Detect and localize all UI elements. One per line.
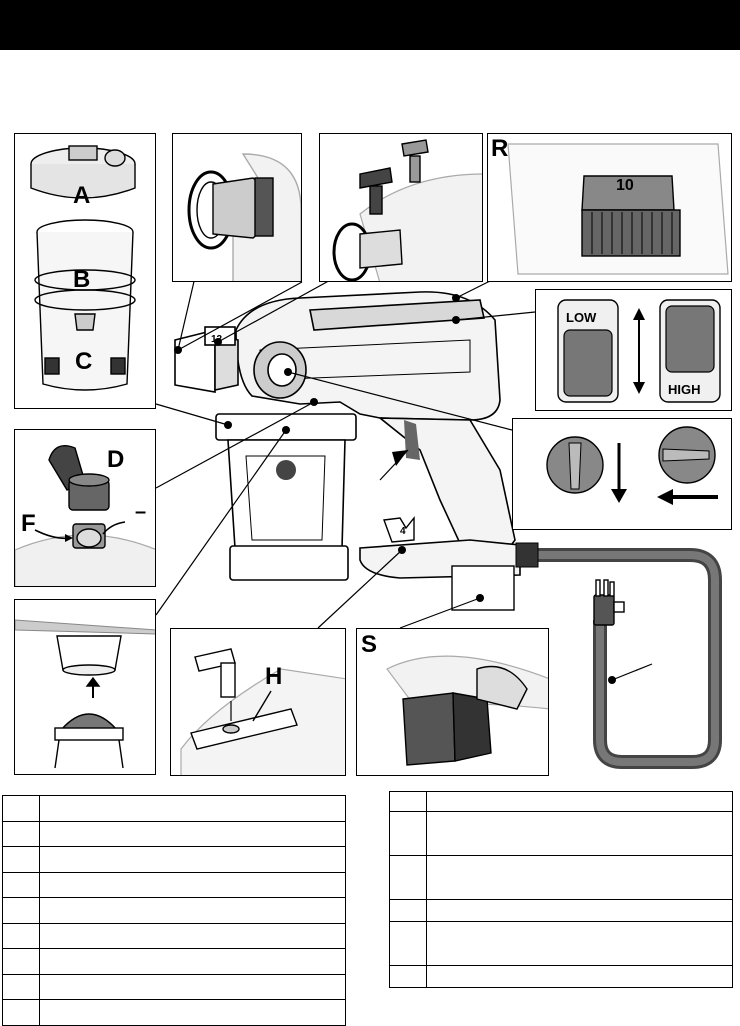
panel-inlet-filter bbox=[14, 599, 156, 775]
table-row bbox=[390, 922, 733, 966]
table-row bbox=[3, 847, 346, 873]
panel-container-parts: A B C bbox=[14, 133, 156, 409]
table-row bbox=[390, 900, 733, 922]
table-row bbox=[390, 812, 733, 856]
table-row bbox=[390, 856, 733, 900]
callout-C: C bbox=[75, 350, 92, 374]
callout-F: F bbox=[21, 512, 36, 536]
switch-high-label: HIGH bbox=[668, 382, 701, 397]
callout-B: B bbox=[73, 268, 90, 292]
panel-holster: S bbox=[356, 628, 549, 776]
table-row bbox=[390, 792, 733, 812]
parts-table-left bbox=[2, 795, 346, 1026]
table-row bbox=[3, 821, 346, 847]
callout-H: H bbox=[265, 665, 282, 689]
tip-number-bottom: 4 bbox=[400, 526, 406, 537]
table-row bbox=[3, 872, 346, 898]
table-row bbox=[3, 1000, 346, 1026]
callout-S: S bbox=[361, 633, 377, 657]
panel-tip-storage: H bbox=[170, 628, 346, 776]
table-row bbox=[390, 966, 733, 988]
panel-spray-tips bbox=[319, 133, 483, 282]
table-row bbox=[3, 949, 346, 975]
power-cord bbox=[520, 555, 715, 762]
callout-D: D bbox=[107, 448, 124, 472]
panel-valve: D F – bbox=[14, 429, 156, 587]
switch-low-label: LOW bbox=[566, 310, 597, 325]
dial-number: 10 bbox=[616, 177, 634, 194]
panel-pressure-dial: 10 R bbox=[487, 133, 732, 282]
callout-R: R bbox=[491, 137, 508, 161]
panel-spray-knob bbox=[512, 418, 732, 530]
paint-container bbox=[216, 414, 356, 580]
table-row bbox=[3, 796, 346, 822]
callout-E-partial: – bbox=[135, 502, 146, 522]
parts-table-right bbox=[389, 791, 733, 988]
panel-nozzle-guard bbox=[172, 133, 302, 282]
power-plug bbox=[594, 580, 624, 625]
panel-power-switch: LOW HIGH bbox=[535, 289, 732, 411]
spare-tip bbox=[384, 518, 414, 542]
holster-outline bbox=[452, 566, 514, 610]
table-row bbox=[3, 898, 346, 924]
table-row bbox=[3, 974, 346, 1000]
callout-A: A bbox=[73, 184, 90, 208]
table-row bbox=[3, 923, 346, 949]
